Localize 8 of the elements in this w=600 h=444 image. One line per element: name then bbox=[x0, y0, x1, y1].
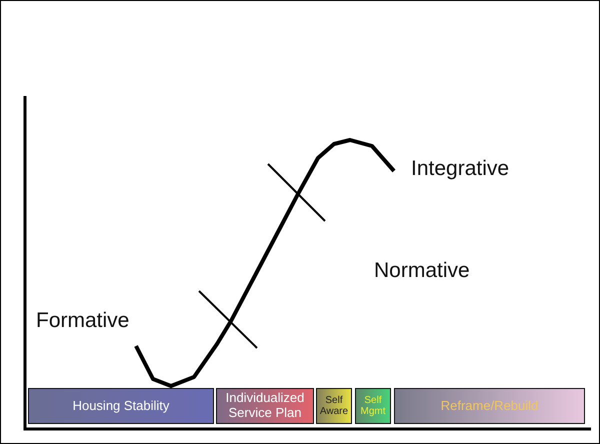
stage-bar: Self Mgmt bbox=[355, 388, 391, 424]
stage-label: Formative bbox=[36, 309, 130, 333]
stage-label: Integrative bbox=[411, 157, 510, 181]
stage-label: Normative bbox=[374, 259, 470, 283]
stage-bar: Self Aware bbox=[316, 388, 352, 424]
stage-bar: Individualized Service Plan bbox=[216, 388, 314, 424]
stage-bar: Housing Stability bbox=[28, 388, 214, 424]
stage-bar: Reframe/Rebuild bbox=[394, 388, 585, 424]
